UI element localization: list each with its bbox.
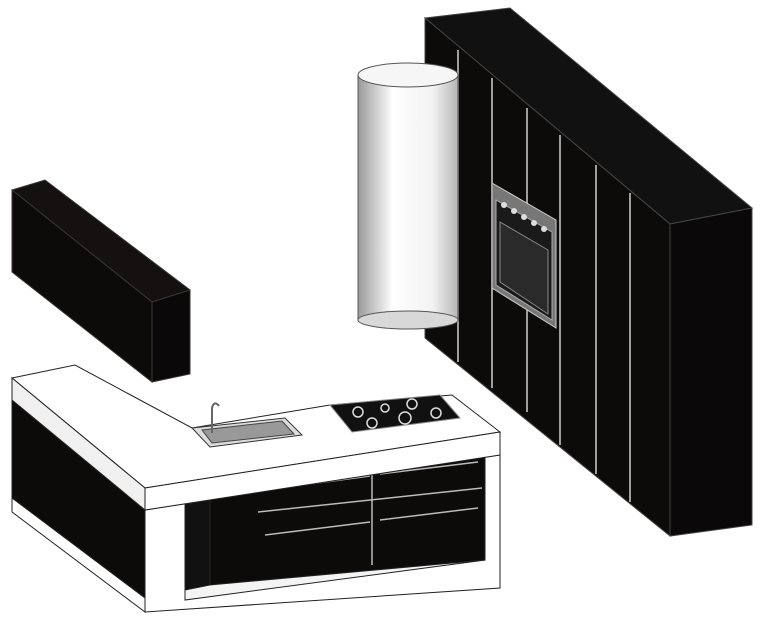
door-gaps — [457, 50, 631, 502]
tall-unit-side — [669, 207, 753, 537]
wall-cabinet — [10, 179, 192, 384]
cylindrical-range-hood — [357, 62, 459, 330]
countertop-left-edge — [11, 376, 146, 512]
built-in-oven — [491, 182, 557, 329]
island-counter — [10, 364, 502, 614]
oven-knobs — [501, 202, 547, 232]
gas-cooktop — [329, 394, 461, 433]
burners — [352, 398, 442, 429]
sink — [190, 417, 304, 448]
faucet — [211, 402, 220, 433]
island-recess — [184, 499, 211, 591]
